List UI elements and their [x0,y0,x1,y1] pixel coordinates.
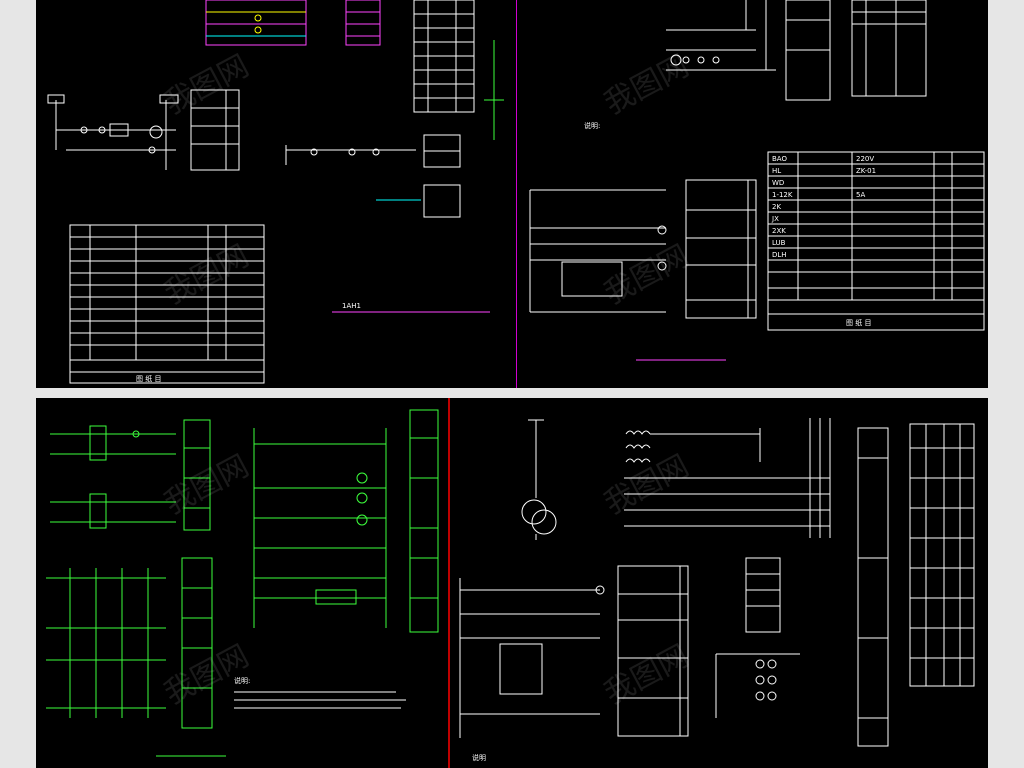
table-row-3: WD [772,179,784,187]
sheet-title-top-left: 1AH1 [342,302,361,310]
schematic-drawing-bottom-right: 说明 [459,418,975,762]
note-label-bottom-left: 说明: [234,676,250,685]
schematic-drawing-top-right: 说明: BAO HL WD 1-12K 2K JX 2XK LUB DLH 22… [516,0,985,388]
schematic-drawing-bottom-left: 说明: [46,398,450,768]
note-label-top-right: 说明: [584,121,600,130]
table-row-2: HL [772,167,781,175]
schematic-sheet-top-right: 说明: BAO HL WD 1-12K 2K JX 2XK LUB DLH 22… [516,0,988,388]
table-value-2: ZK-01 [856,167,876,175]
table-row-4: 1-12K [772,191,793,199]
table-row-5: 2K [772,203,781,211]
table-row-9: DLH [772,251,787,259]
table-row-1: BAO [772,155,787,163]
note-label-bottom-right: 说明 [472,753,486,762]
schematic-drawing-top-left: 1AH1 图 纸 目 [47,0,504,384]
schematic-sheet-top-left: 1AH1 图 纸 目 [36,0,516,388]
table-value-3: 5A [856,191,865,199]
table-footer-top-left: 图 纸 目 [136,374,161,383]
table-row-7: 2XK [772,227,786,235]
schematic-sheet-bottom-right: 说明 [450,398,988,768]
table-row-6: JX [771,215,779,223]
table-row-8: LUB [772,239,786,247]
schematic-sheet-bottom-left: 说明: [36,398,450,768]
table-value-1: 220V [856,155,874,163]
table-footer-top-right: 图 纸 目 [846,318,871,327]
